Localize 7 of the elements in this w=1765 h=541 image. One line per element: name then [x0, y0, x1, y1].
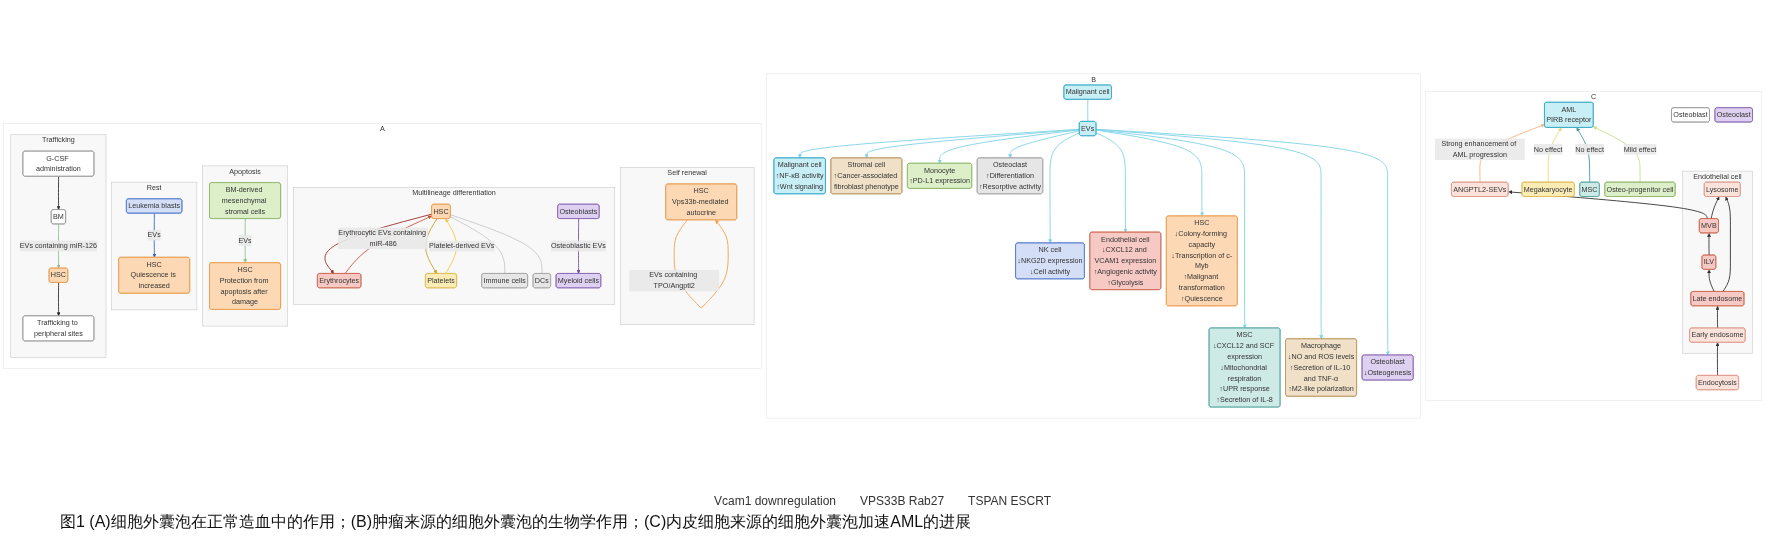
note-label: TSPAN ESCRT	[968, 494, 1051, 508]
connector	[450, 216, 506, 275]
note-label: Vcam1 downregulation	[713, 494, 837, 508]
note-label: VPS33B Rab27	[860, 494, 945, 508]
connector	[450, 214, 543, 275]
figure-caption: 图1 (A)细胞外囊泡在正常造血中的作用；(B)肿瘤来源的细胞外囊泡的生物学作用；(C)内皮细胞来源的细胞外囊泡加速AML的进展	[59, 512, 973, 532]
connector	[1087, 99, 1089, 123]
